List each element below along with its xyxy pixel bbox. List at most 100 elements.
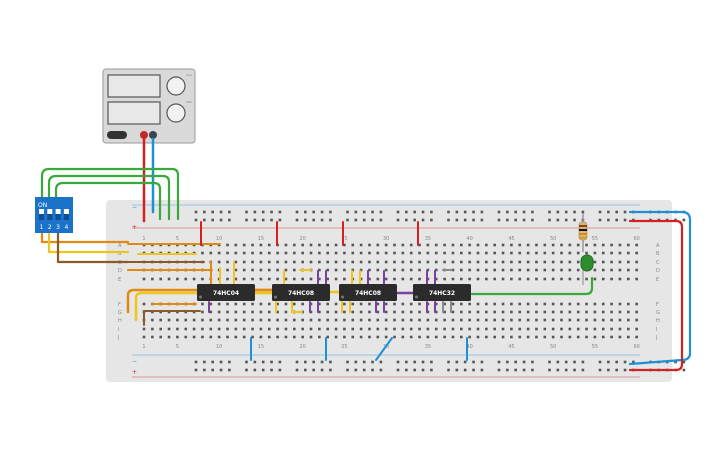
hole[interactable]: [543, 335, 547, 339]
hole[interactable]: [334, 327, 338, 331]
hole[interactable]: [312, 218, 315, 222]
hole[interactable]: [426, 243, 430, 247]
hole[interactable]: [601, 277, 605, 281]
hole[interactable]: [568, 260, 572, 264]
hole[interactable]: [384, 277, 388, 281]
switch-output-yellow[interactable]: [47, 230, 130, 254]
hole[interactable]: [278, 210, 282, 214]
hole[interactable]: [434, 268, 438, 272]
hole[interactable]: [242, 260, 246, 264]
hole[interactable]: [623, 360, 627, 364]
hole[interactable]: [301, 318, 304, 322]
hole[interactable]: [293, 251, 296, 255]
hole[interactable]: [276, 327, 279, 331]
hole[interactable]: [376, 327, 380, 331]
bb-yellow-jumper[interactable]: [134, 291, 277, 322]
hole[interactable]: [295, 210, 299, 214]
hole[interactable]: [548, 218, 551, 222]
hole[interactable]: [476, 335, 480, 339]
hole[interactable]: [413, 210, 416, 214]
hole[interactable]: [576, 327, 580, 331]
hole[interactable]: [568, 277, 572, 281]
hole[interactable]: [318, 260, 321, 264]
hole[interactable]: [267, 327, 271, 331]
hole[interactable]: [393, 335, 396, 339]
hole[interactable]: [460, 310, 463, 314]
hole[interactable]: [548, 360, 551, 364]
hole[interactable]: [610, 335, 613, 339]
hole[interactable]: [351, 327, 355, 331]
hole[interactable]: [320, 360, 324, 364]
hole[interactable]: [293, 277, 296, 281]
hole[interactable]: [615, 360, 618, 364]
hole[interactable]: [401, 243, 405, 247]
current-knob-icon[interactable]: [166, 76, 186, 96]
hole[interactable]: [568, 335, 572, 339]
hole[interactable]: [301, 302, 304, 306]
hole[interactable]: [434, 260, 438, 264]
hole[interactable]: [535, 318, 538, 322]
hole[interactable]: [506, 218, 509, 222]
hole[interactable]: [343, 277, 346, 281]
hole[interactable]: [543, 251, 547, 255]
dip-lever-slot[interactable]: [39, 209, 44, 220]
hole[interactable]: [468, 327, 471, 331]
hole[interactable]: [334, 318, 338, 322]
hole[interactable]: [312, 360, 315, 364]
hole[interactable]: [217, 302, 221, 306]
hole[interactable]: [409, 243, 413, 247]
hole[interactable]: [434, 310, 438, 314]
hole[interactable]: [472, 218, 475, 222]
hole[interactable]: [184, 335, 188, 339]
hole[interactable]: [551, 260, 555, 264]
hole[interactable]: [276, 268, 279, 272]
hole[interactable]: [476, 327, 480, 331]
hole[interactable]: [627, 243, 630, 247]
hole[interactable]: [556, 210, 560, 214]
hole[interactable]: [601, 260, 605, 264]
hole[interactable]: [228, 368, 231, 372]
hole[interactable]: [430, 360, 433, 364]
hole[interactable]: [434, 302, 438, 306]
hole[interactable]: [194, 368, 198, 372]
hole[interactable]: [251, 302, 254, 306]
hole[interactable]: [526, 243, 530, 247]
hole[interactable]: [276, 318, 279, 322]
negative-terminal-icon[interactable]: [149, 131, 157, 139]
hole[interactable]: [167, 335, 171, 339]
hole[interactable]: [501, 302, 505, 306]
hole[interactable]: [405, 368, 408, 372]
hole[interactable]: [259, 327, 263, 331]
hole[interactable]: [610, 251, 613, 255]
hole[interactable]: [234, 335, 238, 339]
hole[interactable]: [318, 310, 321, 314]
hole[interactable]: [301, 277, 304, 281]
hole[interactable]: [585, 243, 588, 247]
hole[interactable]: [359, 335, 363, 339]
hole[interactable]: [434, 251, 438, 255]
hole[interactable]: [278, 360, 282, 364]
hole[interactable]: [506, 210, 509, 214]
hole[interactable]: [476, 310, 480, 314]
hole[interactable]: [270, 218, 273, 222]
hole[interactable]: [506, 368, 509, 372]
hole[interactable]: [359, 310, 363, 314]
hole[interactable]: [245, 360, 248, 364]
hole[interactable]: [409, 327, 413, 331]
output-wire[interactable]: [470, 276, 594, 296]
hole[interactable]: [242, 318, 246, 322]
hole[interactable]: [211, 360, 214, 364]
hole[interactable]: [522, 360, 526, 364]
hole[interactable]: [346, 360, 349, 364]
hole[interactable]: [368, 251, 371, 255]
hole[interactable]: [485, 260, 488, 264]
hole[interactable]: [472, 360, 475, 364]
hole[interactable]: [201, 302, 204, 306]
hole[interactable]: [251, 327, 254, 331]
hole[interactable]: [468, 251, 471, 255]
hole[interactable]: [413, 218, 416, 222]
hole[interactable]: [551, 310, 555, 314]
hole[interactable]: [270, 368, 273, 372]
hole[interactable]: [518, 260, 522, 264]
hole[interactable]: [176, 327, 179, 331]
